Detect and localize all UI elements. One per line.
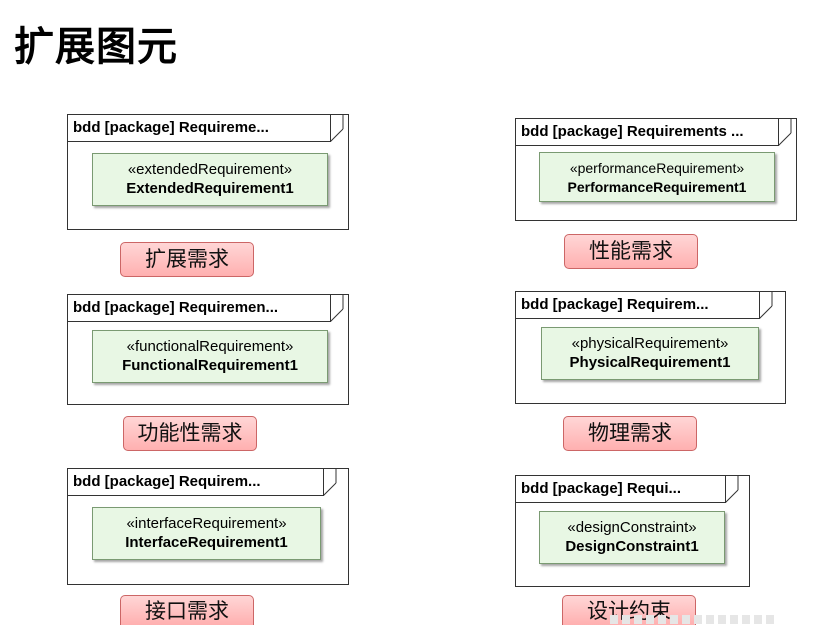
requirement-block-functional[interactable]: «functionalRequirement» FunctionalRequir… xyxy=(92,330,328,383)
frame-title: bdd [package] Requireme... xyxy=(73,119,269,136)
caption-functional: 功能性需求 xyxy=(123,416,257,451)
diagram-frame-performance[interactable]: bdd [package] Requirements ... «performa… xyxy=(515,118,797,221)
caption-interface: 接口需求 xyxy=(120,595,254,625)
requirement-name: ExtendedRequirement1 xyxy=(126,180,294,197)
frame-tab: bdd [package] Requireme... xyxy=(68,115,331,142)
stereotype-label: «designConstraint» xyxy=(567,519,697,536)
tab-corner-icon xyxy=(725,476,739,503)
caption-performance: 性能需求 xyxy=(564,234,698,269)
diagram-frame-extended[interactable]: bdd [package] Requireme... «extendedRequ… xyxy=(67,114,349,230)
frame-tab: bdd [package] Requirem... xyxy=(68,469,324,496)
tab-corner-icon xyxy=(323,469,337,496)
tab-corner-icon xyxy=(330,115,344,142)
diagram-frame-interface[interactable]: bdd [package] Requirem... «interfaceRequ… xyxy=(67,468,349,585)
diagram-frame-functional[interactable]: bdd [package] Requiremen... «functionalR… xyxy=(67,294,349,405)
diagram-frame-design-constraint[interactable]: bdd [package] Requi... «designConstraint… xyxy=(515,475,750,587)
requirement-block-extended[interactable]: «extendedRequirement» ExtendedRequiremen… xyxy=(92,153,328,206)
page-title: 扩展图元 xyxy=(14,24,178,70)
frame-tab: bdd [package] Requi... xyxy=(516,476,726,503)
stereotype-label: «performanceRequirement» xyxy=(569,160,745,176)
frame-title: bdd [package] Requirements ... xyxy=(521,123,744,140)
frame-title: bdd [package] Requirem... xyxy=(521,296,709,313)
requirement-block-design-constraint[interactable]: «designConstraint» DesignConstraint1 xyxy=(539,511,725,564)
caption-physical: 物理需求 xyxy=(563,416,697,451)
requirement-name: PerformanceRequirement1 xyxy=(567,179,747,195)
stereotype-label: «interfaceRequirement» xyxy=(126,515,287,532)
requirement-block-interface[interactable]: «interfaceRequirement» InterfaceRequirem… xyxy=(92,507,321,560)
frame-title: bdd [package] Requirem... xyxy=(73,473,261,490)
watermark xyxy=(610,610,810,624)
requirement-name: InterfaceRequirement1 xyxy=(125,534,288,551)
frame-tab: bdd [package] Requiremen... xyxy=(68,295,331,322)
frame-title: bdd [package] Requiremen... xyxy=(73,299,279,316)
requirement-name: PhysicalRequirement1 xyxy=(569,354,731,371)
caption-extended: 扩展需求 xyxy=(120,242,254,277)
frame-tab: bdd [package] Requirem... xyxy=(516,292,760,319)
tab-corner-icon xyxy=(759,292,773,319)
diagram-frame-physical[interactable]: bdd [package] Requirem... «physicalRequi… xyxy=(515,291,786,404)
frame-title: bdd [package] Requi... xyxy=(521,480,682,497)
stereotype-label: «extendedRequirement» xyxy=(127,161,293,178)
tab-corner-icon xyxy=(778,119,792,146)
requirement-name: FunctionalRequirement1 xyxy=(122,357,298,374)
requirement-name: DesignConstraint1 xyxy=(565,538,699,555)
stereotype-label: «physicalRequirement» xyxy=(571,335,729,352)
stereotype-label: «functionalRequirement» xyxy=(126,338,294,355)
frame-tab: bdd [package] Requirements ... xyxy=(516,119,779,146)
requirement-block-performance[interactable]: «performanceRequirement» PerformanceRequ… xyxy=(539,152,775,202)
tab-corner-icon xyxy=(330,295,344,322)
requirement-block-physical[interactable]: «physicalRequirement» PhysicalRequiremen… xyxy=(541,327,759,380)
